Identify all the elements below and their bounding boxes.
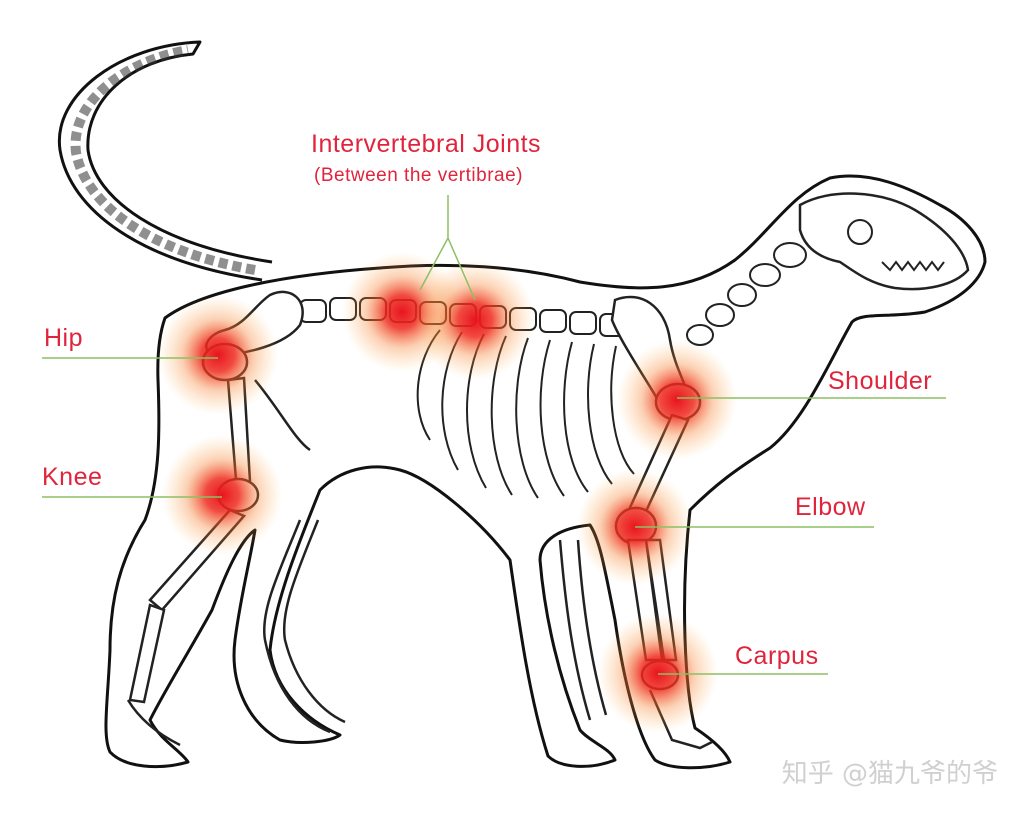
far-hind-leg-bones (263, 519, 346, 734)
label-knee: Knee (42, 463, 103, 491)
neck-vertebrae (686, 242, 807, 346)
skull (798, 192, 970, 291)
jaw-teeth (881, 260, 945, 272)
label-hip: Hip (44, 324, 84, 352)
dog-body-outline (104, 174, 987, 770)
leader-line-intervertebral (419, 195, 476, 301)
label-intervertebral-joints: Intervertebral Joints (311, 130, 542, 158)
tail-vertebrae (70, 45, 256, 275)
label-shoulder: Shoulder (828, 367, 933, 395)
joint-glow-shoulder (617, 340, 737, 460)
joint-glow-intervertebral-2 (415, 260, 535, 380)
leader-lines (42, 195, 946, 675)
tail-outline (57, 40, 273, 282)
watermark: 知乎 @猫九爷的爷 (781, 759, 998, 789)
joint-glow-carpus (598, 613, 718, 733)
joint-highlights (158, 252, 737, 733)
eye-socket (847, 219, 873, 245)
label-intervertebral-subtitle: (Between the vertibrae) (314, 165, 523, 186)
label-carpus: Carpus (735, 642, 819, 670)
label-elbow: Elbow (795, 493, 866, 521)
joint-glow-knee (162, 435, 282, 555)
joint-glow-hip (158, 295, 278, 415)
